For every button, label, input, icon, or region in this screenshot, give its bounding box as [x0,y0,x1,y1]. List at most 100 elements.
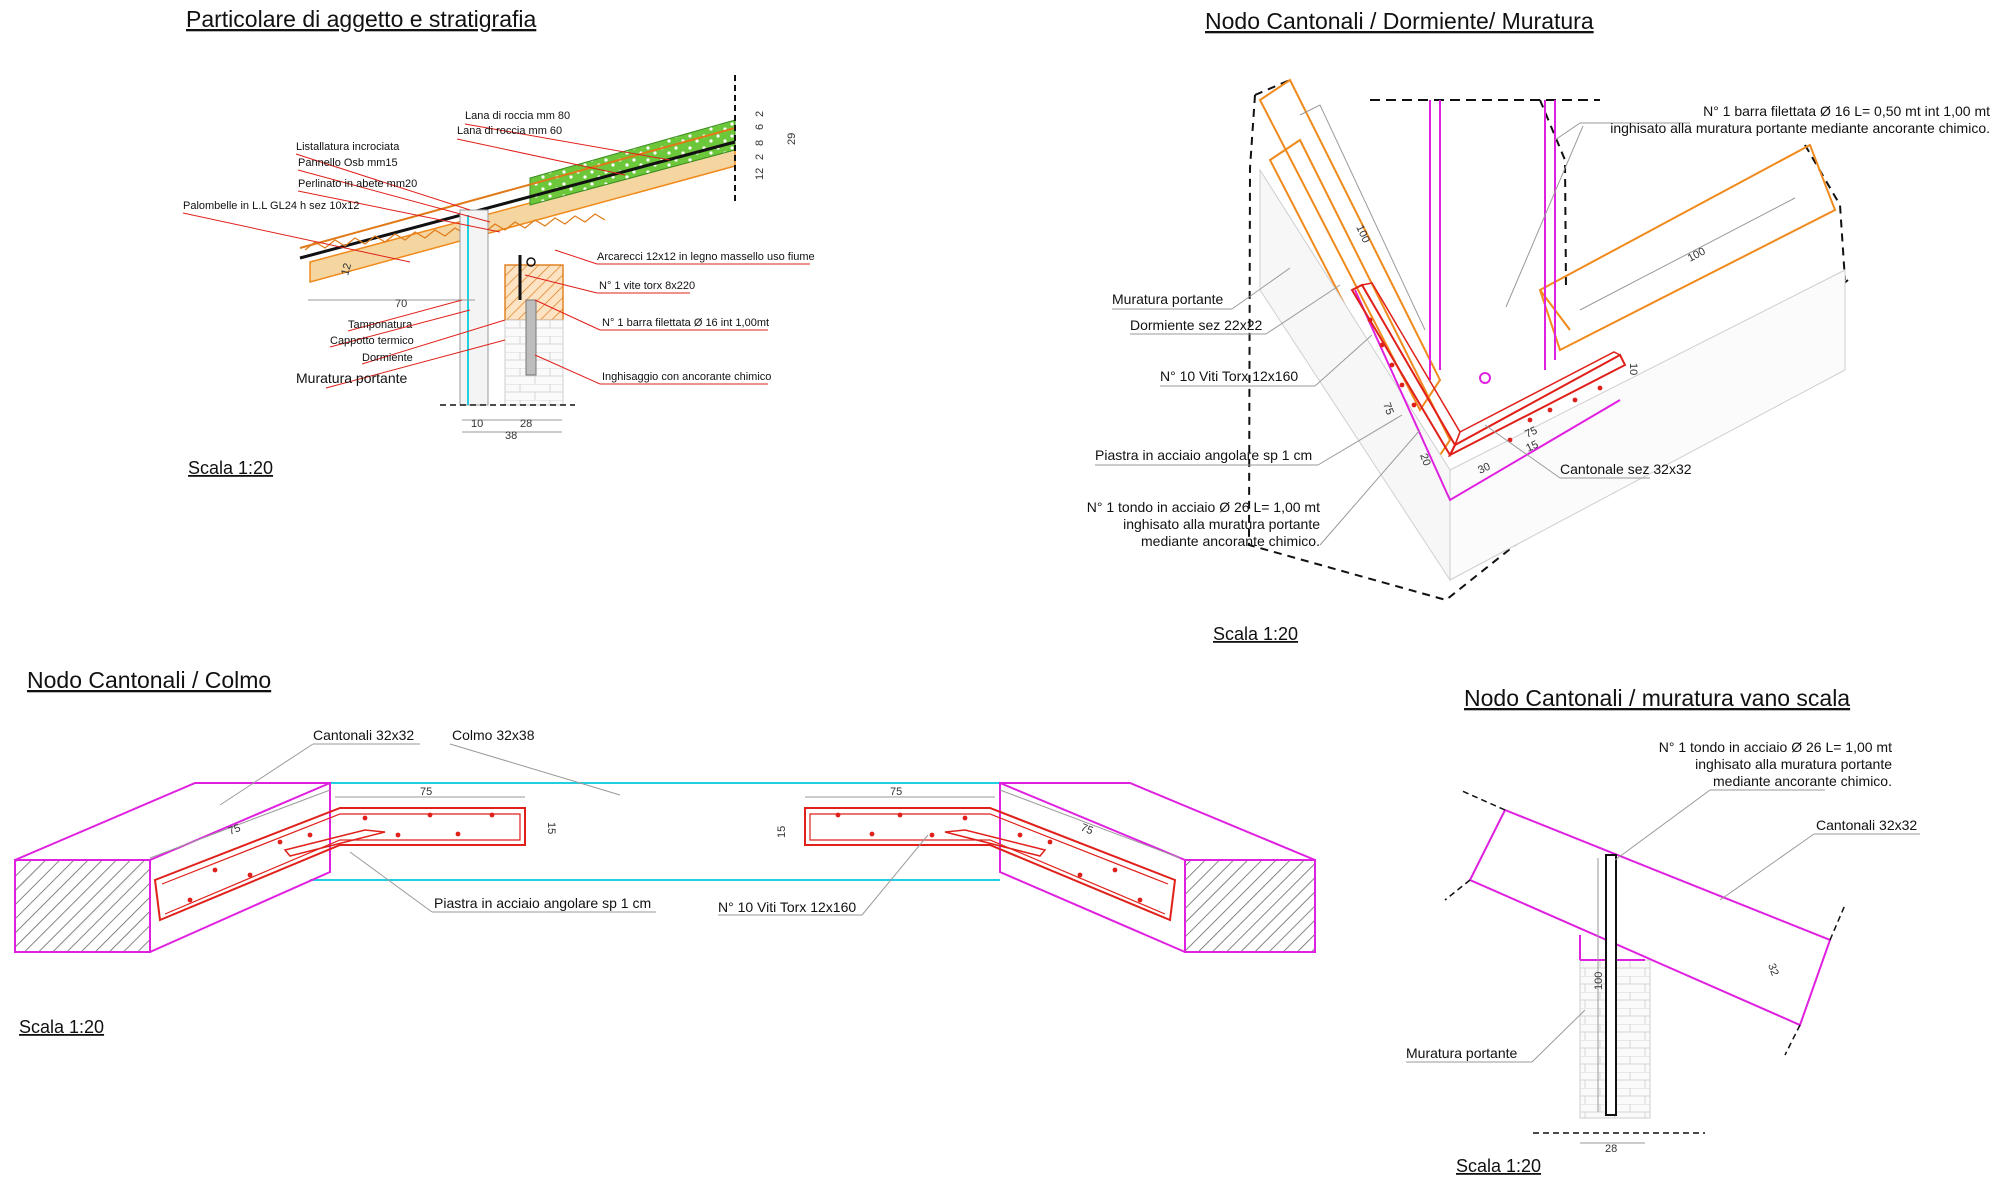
callouts: Lana di roccia mm 80 Lana di roccia mm 6… [182,110,815,389]
cut-line [1784,1024,1801,1056]
leader-line [534,354,601,385]
cut-outline [1247,94,1849,602]
leader-line [1265,284,1341,335]
steel-plate-left [153,807,526,922]
tamponatura-wall [459,209,489,406]
panel-cantonali-dormiente-muratura: Nodo Cantonali / Dormiente/ Muratura [1087,8,1990,644]
leader-line [1484,424,1561,479]
leader-line [861,834,929,916]
dim-label: 100 [1353,223,1372,245]
note-line: N° 1 tondo in acciaio Ø 26 L= 1,00 mt [1087,499,1320,515]
callout-label: Lana di roccia mm 60 [457,125,562,137]
cut-line [1459,789,1506,811]
beam-section-left [14,859,151,953]
leader-line [325,339,506,389]
callout-label: Dormiente sez 22x22 [1130,317,1263,333]
dim-label: 6 [754,124,766,130]
note-line: inghisato alla muratura portante mediant… [1610,120,1990,136]
cut-outline [1254,79,1291,96]
bolt-head-icon [526,257,536,267]
roof-covering [299,127,736,249]
scale-label: Scala 1:20 [1456,1156,1541,1176]
beam-section-right [1184,859,1316,953]
dim-label: 100 [1593,972,1605,990]
note-line: inghisato alla muratura portante [1695,756,1892,772]
leader-line [554,249,598,265]
callout-label: Inghisaggio con ancorante chimico [602,371,771,383]
cut-outline [1539,99,1567,291]
dim-label: 28 [1605,1143,1617,1155]
panel-cantonali-colmo: Nodo Cantonali / Colmo [14,667,1316,1037]
dim-label: 10 [471,418,483,430]
dim-label: 15 [545,822,557,834]
dim-label: 75 [420,786,432,798]
note-line: N° 1 tondo in acciaio Ø 26 L= 1,00 mt [1659,739,1892,755]
leader-line [1319,429,1421,546]
dim-label: 75 [227,822,243,838]
dim-line [149,789,331,859]
leader-line [456,138,626,176]
callout-label: Muratura portante [1406,1045,1517,1061]
steel-plate-inner [809,813,1169,915]
scale-label: Scala 1:20 [188,458,273,478]
callout-label: Perlinato in abete mm20 [298,178,417,190]
callout-label: Muratura portante [296,370,407,386]
leader-line [1317,414,1403,466]
dim-label: 30 [1476,461,1492,477]
screw-holes [187,812,495,903]
dim-label: 29 [786,133,798,145]
leader-line [295,153,471,211]
steel-plate-inner [1453,351,1622,447]
steel-plate-right [804,807,1177,922]
cut-line [1829,904,1846,941]
dim-label: 15 [1524,439,1540,455]
tile-profile [304,213,606,251]
callout-label: Colmo 32x38 [452,727,535,743]
beam-right-edge [999,782,1186,861]
screw-holes [1367,317,1603,443]
leader-line [297,169,491,223]
note-line: mediante ancorante chimico. [1141,533,1320,549]
callout-label: N° 1 vite torx 8x220 [599,280,695,292]
dim-label: 8 [754,140,766,146]
leader-line [219,743,314,806]
callout-label: Listallatura incrociata [296,141,400,153]
note-line: mediante ancorante chimico. [1713,773,1892,789]
callout-label: Muratura portante [1112,291,1223,307]
dim-label: 2 [754,111,766,117]
panel-cantonali-vano-scala: Nodo Cantonali / muratura vano scala 100… [1406,685,1920,1176]
post-base [1354,289,1621,502]
dim-label: 28 [520,418,532,430]
dim-label: 75 [1380,401,1395,417]
dim-line [1299,104,1426,331]
callout-label: Arcarecci 12x12 in legno massello uso fi… [597,251,815,263]
leader-line [524,274,598,294]
dim-label: 70 [395,298,407,310]
leader-line [1614,789,1711,861]
leader-line [1554,122,1581,141]
callout-label: N° 1 barra filettata Ø 16 int 1,00mt [602,317,769,329]
leader-line [347,299,463,332]
dim-label: 15 [776,826,788,838]
leader-line [329,309,471,348]
dim-label: 10 [1627,363,1639,375]
dim-label: 2 [754,154,766,160]
leader-line [1531,1009,1586,1063]
screw-holes [835,812,1143,903]
callout-label: Cappotto termico [330,335,414,347]
leader-line [1505,125,1584,308]
panel-title: Particolare di aggetto e stratigrafia [186,6,537,32]
note-line: inghisato alla muratura portante [1123,516,1320,532]
leader-line [297,190,501,233]
dim-label: 38 [505,430,517,442]
dim-label: 20 [1417,452,1432,468]
callout-label: Lana di roccia mm 80 [465,110,570,122]
leader-line [1314,334,1373,387]
dim-label: 12 [754,168,766,180]
callout-label: Cantonale sez 32x32 [1560,461,1692,477]
note-line: N° 1 barra filettata Ø 16 L= 0,50 mt int… [1703,103,1990,119]
leader-line [449,743,621,796]
dim-label: 75 [890,786,902,798]
cantonale-right [1538,143,1837,352]
